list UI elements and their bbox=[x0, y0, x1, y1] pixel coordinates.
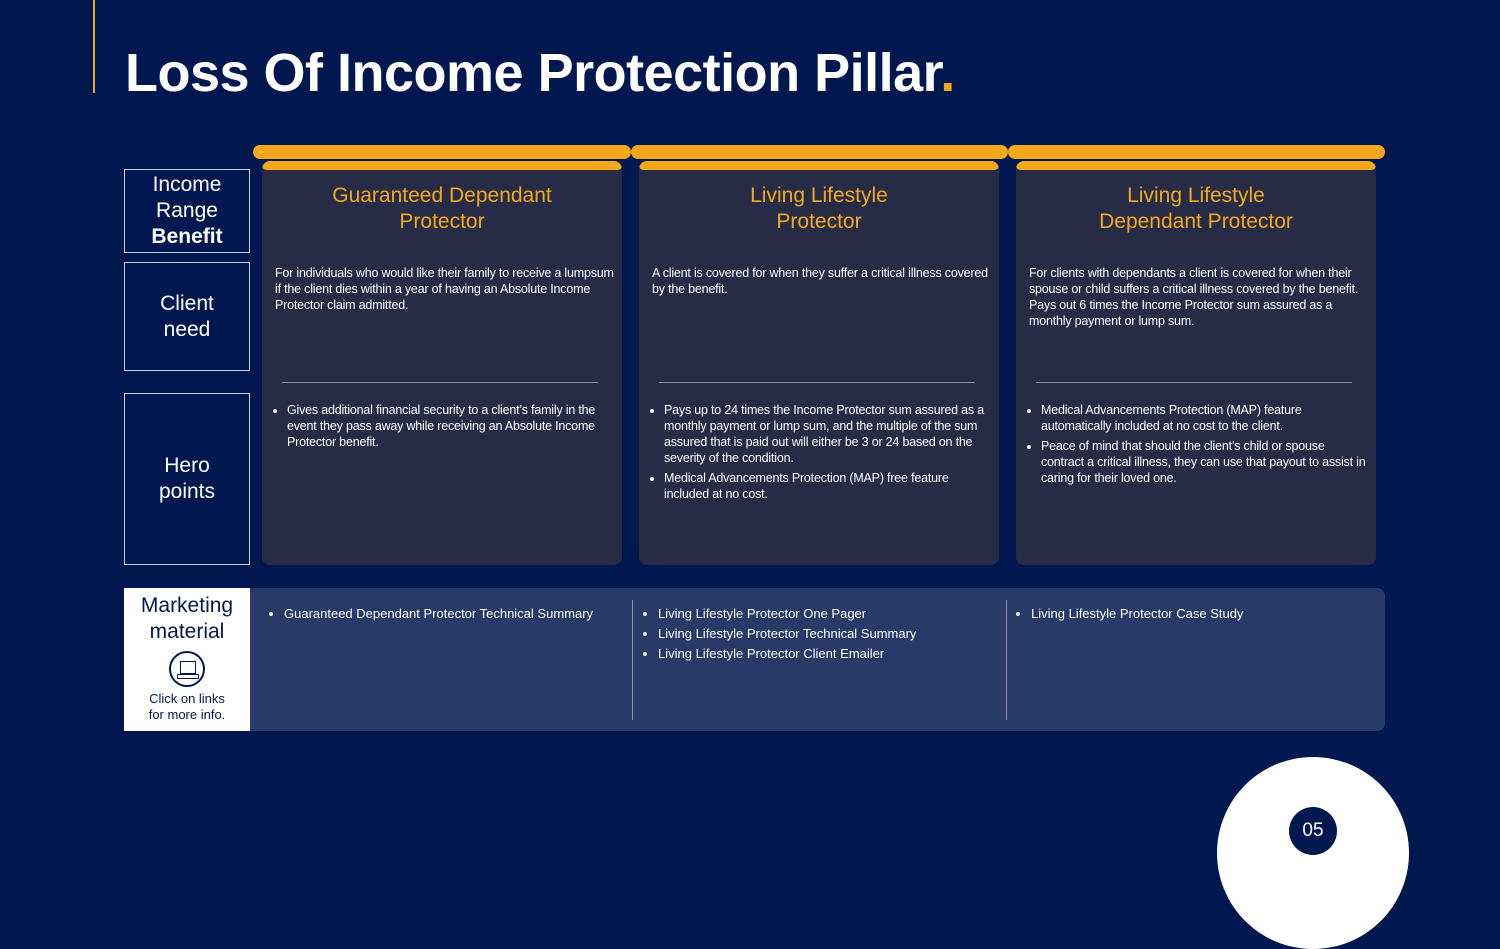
marketing-links-column: Living Lifestyle Protector One Pager Liv… bbox=[644, 604, 916, 664]
hero-point: Peace of mind that should the client’s c… bbox=[1041, 438, 1370, 486]
divider bbox=[659, 382, 975, 383]
marketing-link[interactable]: Living Lifestyle Protector One Pager bbox=[658, 606, 867, 621]
divider bbox=[282, 382, 598, 383]
page-title: Loss Of Income Protection Pillar. bbox=[125, 43, 955, 103]
hero-point: Medical Advancements Protection (MAP) fr… bbox=[664, 470, 993, 502]
divider bbox=[1036, 382, 1352, 383]
marketing-link[interactable]: Guaranteed Dependant Protector Technical… bbox=[284, 606, 594, 621]
marketing-links-panel: Guaranteed Dependant Protector Technical… bbox=[250, 588, 1385, 731]
marketing-link[interactable]: Living Lifestyle Protector Technical Sum… bbox=[658, 626, 917, 641]
page-number: 05 bbox=[1289, 807, 1337, 855]
card-cap bbox=[1016, 161, 1376, 170]
pillar-top-bar bbox=[631, 145, 1008, 159]
column-divider bbox=[1006, 600, 1007, 720]
hero-point: Pays up to 24 times the Income Protector… bbox=[664, 402, 993, 466]
hero-point: Medical Advancements Protection (MAP) fe… bbox=[1041, 402, 1370, 434]
product-card: Guaranteed Dependant Protector For indiv… bbox=[262, 161, 622, 565]
pillar-top-bar bbox=[1008, 145, 1385, 159]
marketing-link[interactable]: Living Lifestyle Protector Client Emaile… bbox=[658, 646, 885, 661]
laptop-icon bbox=[169, 651, 205, 687]
product-card: Living Lifestyle Dependant Protector For… bbox=[1016, 161, 1376, 565]
product-card: Living Lifestyle Protector A client is c… bbox=[639, 161, 999, 565]
column-divider bbox=[632, 600, 633, 720]
client-need-text: For clients with dependants a client is … bbox=[1029, 266, 1359, 328]
marketing-links-column: Guaranteed Dependant Protector Technical… bbox=[270, 604, 593, 624]
marketing-links-column: Living Lifestyle Protector Case Study bbox=[1017, 604, 1243, 624]
marketing-link[interactable]: Living Lifestyle Protector Case Study bbox=[1031, 606, 1244, 621]
pillar-top-bar bbox=[253, 145, 631, 159]
product-name: Living Lifestyle Protector bbox=[750, 184, 888, 233]
hero-points-list: Medical Advancements Protection (MAP) fe… bbox=[1041, 402, 1370, 490]
client-need-text: A client is covered for when they suffer… bbox=[652, 266, 988, 296]
product-name: Living Lifestyle Dependant Protector bbox=[1099, 184, 1293, 233]
hero-point: Gives additional financial security to a… bbox=[287, 402, 616, 450]
card-cap bbox=[262, 161, 622, 170]
product-name: Guaranteed Dependant Protector bbox=[332, 184, 552, 233]
accent-line bbox=[93, 0, 95, 93]
client-need-text: For individuals who would like their fam… bbox=[275, 266, 614, 312]
card-cap bbox=[639, 161, 999, 170]
hero-points-list: Pays up to 24 times the Income Protector… bbox=[664, 402, 993, 506]
hero-points-list: Gives additional financial security to a… bbox=[287, 402, 616, 454]
